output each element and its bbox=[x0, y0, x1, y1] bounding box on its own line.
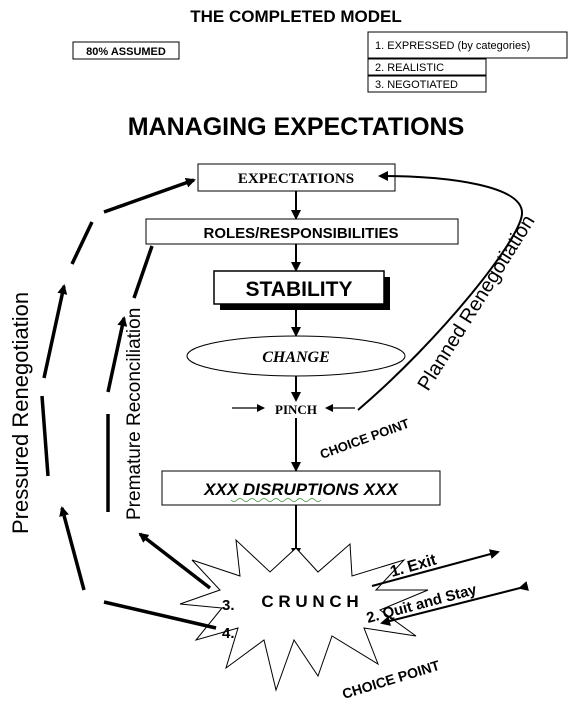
crunch-option-4: 4. bbox=[222, 625, 235, 642]
choice-point-upper: CHOICE POINT bbox=[318, 416, 411, 462]
criteria-expressed-label: 1. EXPRESSED (by categories) bbox=[375, 40, 530, 52]
assumed-label: 80% ASSUMED bbox=[86, 46, 166, 58]
criteria-box-expressed bbox=[367, 31, 568, 59]
assumed-box bbox=[72, 41, 180, 60]
crunch-option-3: 3. bbox=[222, 597, 235, 614]
pressured-renegotiation-path bbox=[40, 177, 217, 630]
stability-label: STABILITY bbox=[246, 278, 353, 301]
planned-renegotiation-curve bbox=[357, 171, 524, 411]
criteria-realistic-label: 2. REALISTIC bbox=[375, 62, 444, 74]
criteria-negotiated-label: 3. NEGOTIATED bbox=[375, 79, 458, 91]
premature-reconciliation-path bbox=[106, 245, 212, 590]
disruptions-label: XXX DISRUPTIONS XXX bbox=[203, 480, 399, 499]
change-label: CHANGE bbox=[262, 349, 330, 366]
criteria-box-negotiated bbox=[367, 75, 487, 93]
premature-reconciliation-label: Premature Reconciliation bbox=[124, 308, 145, 520]
roles-label: ROLES/RESPONSIBILITIES bbox=[203, 225, 398, 242]
choice-point-lower: CHOICE POINT bbox=[340, 657, 442, 702]
criteria-box-realistic bbox=[367, 58, 487, 76]
roles-box bbox=[145, 218, 459, 245]
spellcheck-underline bbox=[230, 498, 322, 502]
page-title: THE COMPLETED MODEL bbox=[190, 7, 402, 26]
pressured-renegotiation-label: Pressured Renegotiation bbox=[8, 292, 33, 534]
pinch-label: PINCH bbox=[275, 402, 317, 417]
crunch-starburst bbox=[179, 538, 429, 692]
disruptions-box bbox=[161, 470, 441, 506]
quit-stay-arrow bbox=[380, 581, 529, 626]
diagram-heading: MANAGING EXPECTATIONS bbox=[128, 113, 465, 141]
exit-label: 1. Exit bbox=[388, 551, 439, 581]
expectations-label: EXPECTATIONS bbox=[238, 171, 354, 187]
crunch-label: C R U N C H bbox=[261, 592, 358, 611]
exit-arrow bbox=[371, 549, 500, 587]
